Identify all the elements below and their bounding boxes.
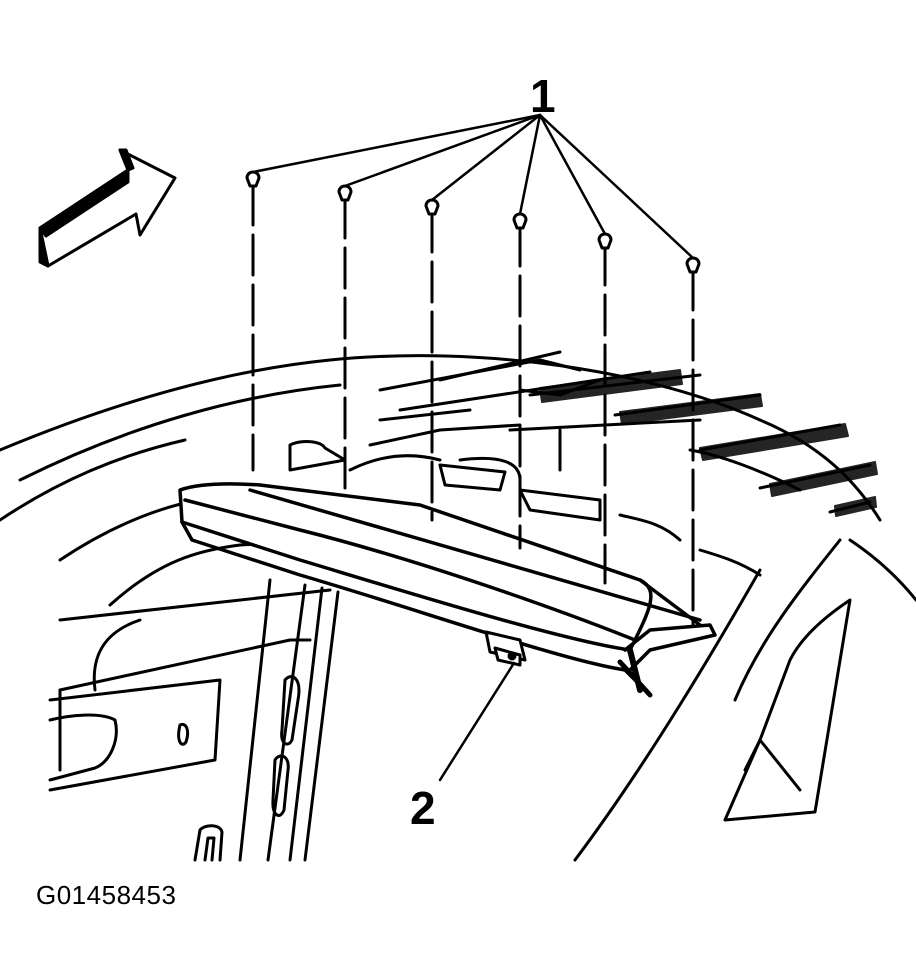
fastener-4 bbox=[512, 212, 528, 230]
vehicle-body-outline bbox=[0, 354, 916, 862]
mounting-bracket bbox=[484, 630, 527, 667]
fastener-5 bbox=[597, 232, 613, 250]
callout-2-leader bbox=[438, 661, 516, 782]
fastener-guides bbox=[251, 183, 695, 627]
direction-arrow-icon bbox=[38, 148, 177, 268]
figure-id: G01458453 bbox=[36, 880, 177, 910]
fastener-6 bbox=[685, 256, 701, 274]
fastener-2 bbox=[337, 184, 353, 202]
fastener-heads bbox=[245, 170, 701, 274]
callout-label-2: 2 bbox=[410, 782, 436, 834]
callout-1-leaders bbox=[251, 113, 695, 260]
fastener-3 bbox=[424, 198, 440, 216]
weatherstrip-hatching bbox=[539, 369, 878, 517]
roof-rail-panel bbox=[178, 482, 717, 698]
fastener-1 bbox=[245, 170, 261, 188]
callout-label-1: 1 bbox=[530, 70, 556, 122]
